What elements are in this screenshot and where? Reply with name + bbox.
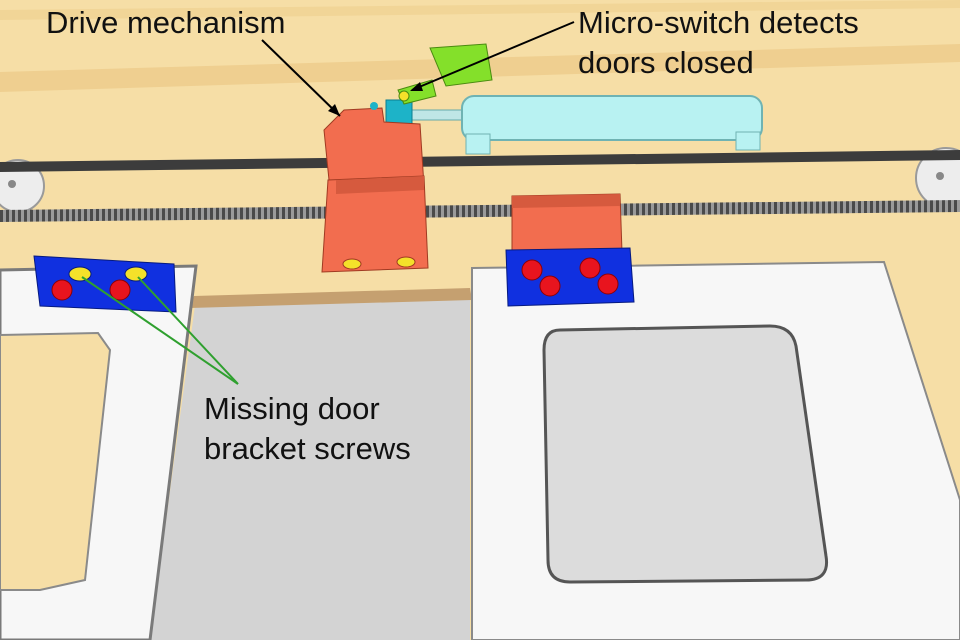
- micro-switch-arrowhead: [410, 82, 423, 91]
- threshold-edge: [190, 288, 472, 308]
- missing-screw-leader-left: [81, 276, 239, 385]
- right-door-hanger-bracket: [511, 193, 623, 257]
- missing-screws-label-line1: Missing door: [204, 391, 380, 426]
- drive-mechanism-leader: [261, 39, 341, 117]
- right-door-panel: [471, 260, 960, 640]
- leader-lines: [81, 21, 575, 385]
- wall-stripe-top: [0, 0, 960, 20]
- drive-mechanism-bracket: [321, 102, 429, 273]
- right-door-window: [542, 324, 829, 584]
- drive-mechanism-label: Drive mechanism: [46, 5, 286, 40]
- micro-switch-label-line2: doors closed: [578, 45, 754, 80]
- missing-screw-leader-right: [137, 276, 239, 385]
- right-door-blue-bracket: [505, 247, 635, 307]
- micro-switch-leader: [411, 21, 575, 91]
- lower-toothed-belt: [0, 200, 960, 222]
- left-door-blue-bracket: [33, 255, 177, 313]
- upper-belt: [0, 150, 960, 172]
- drive-mechanism-arrowhead: [328, 104, 340, 116]
- air-cylinder: [385, 95, 763, 155]
- missing-screws-label-line2: bracket screws: [204, 431, 411, 466]
- micro-switch-label-line1: Micro-switch detects: [578, 5, 859, 40]
